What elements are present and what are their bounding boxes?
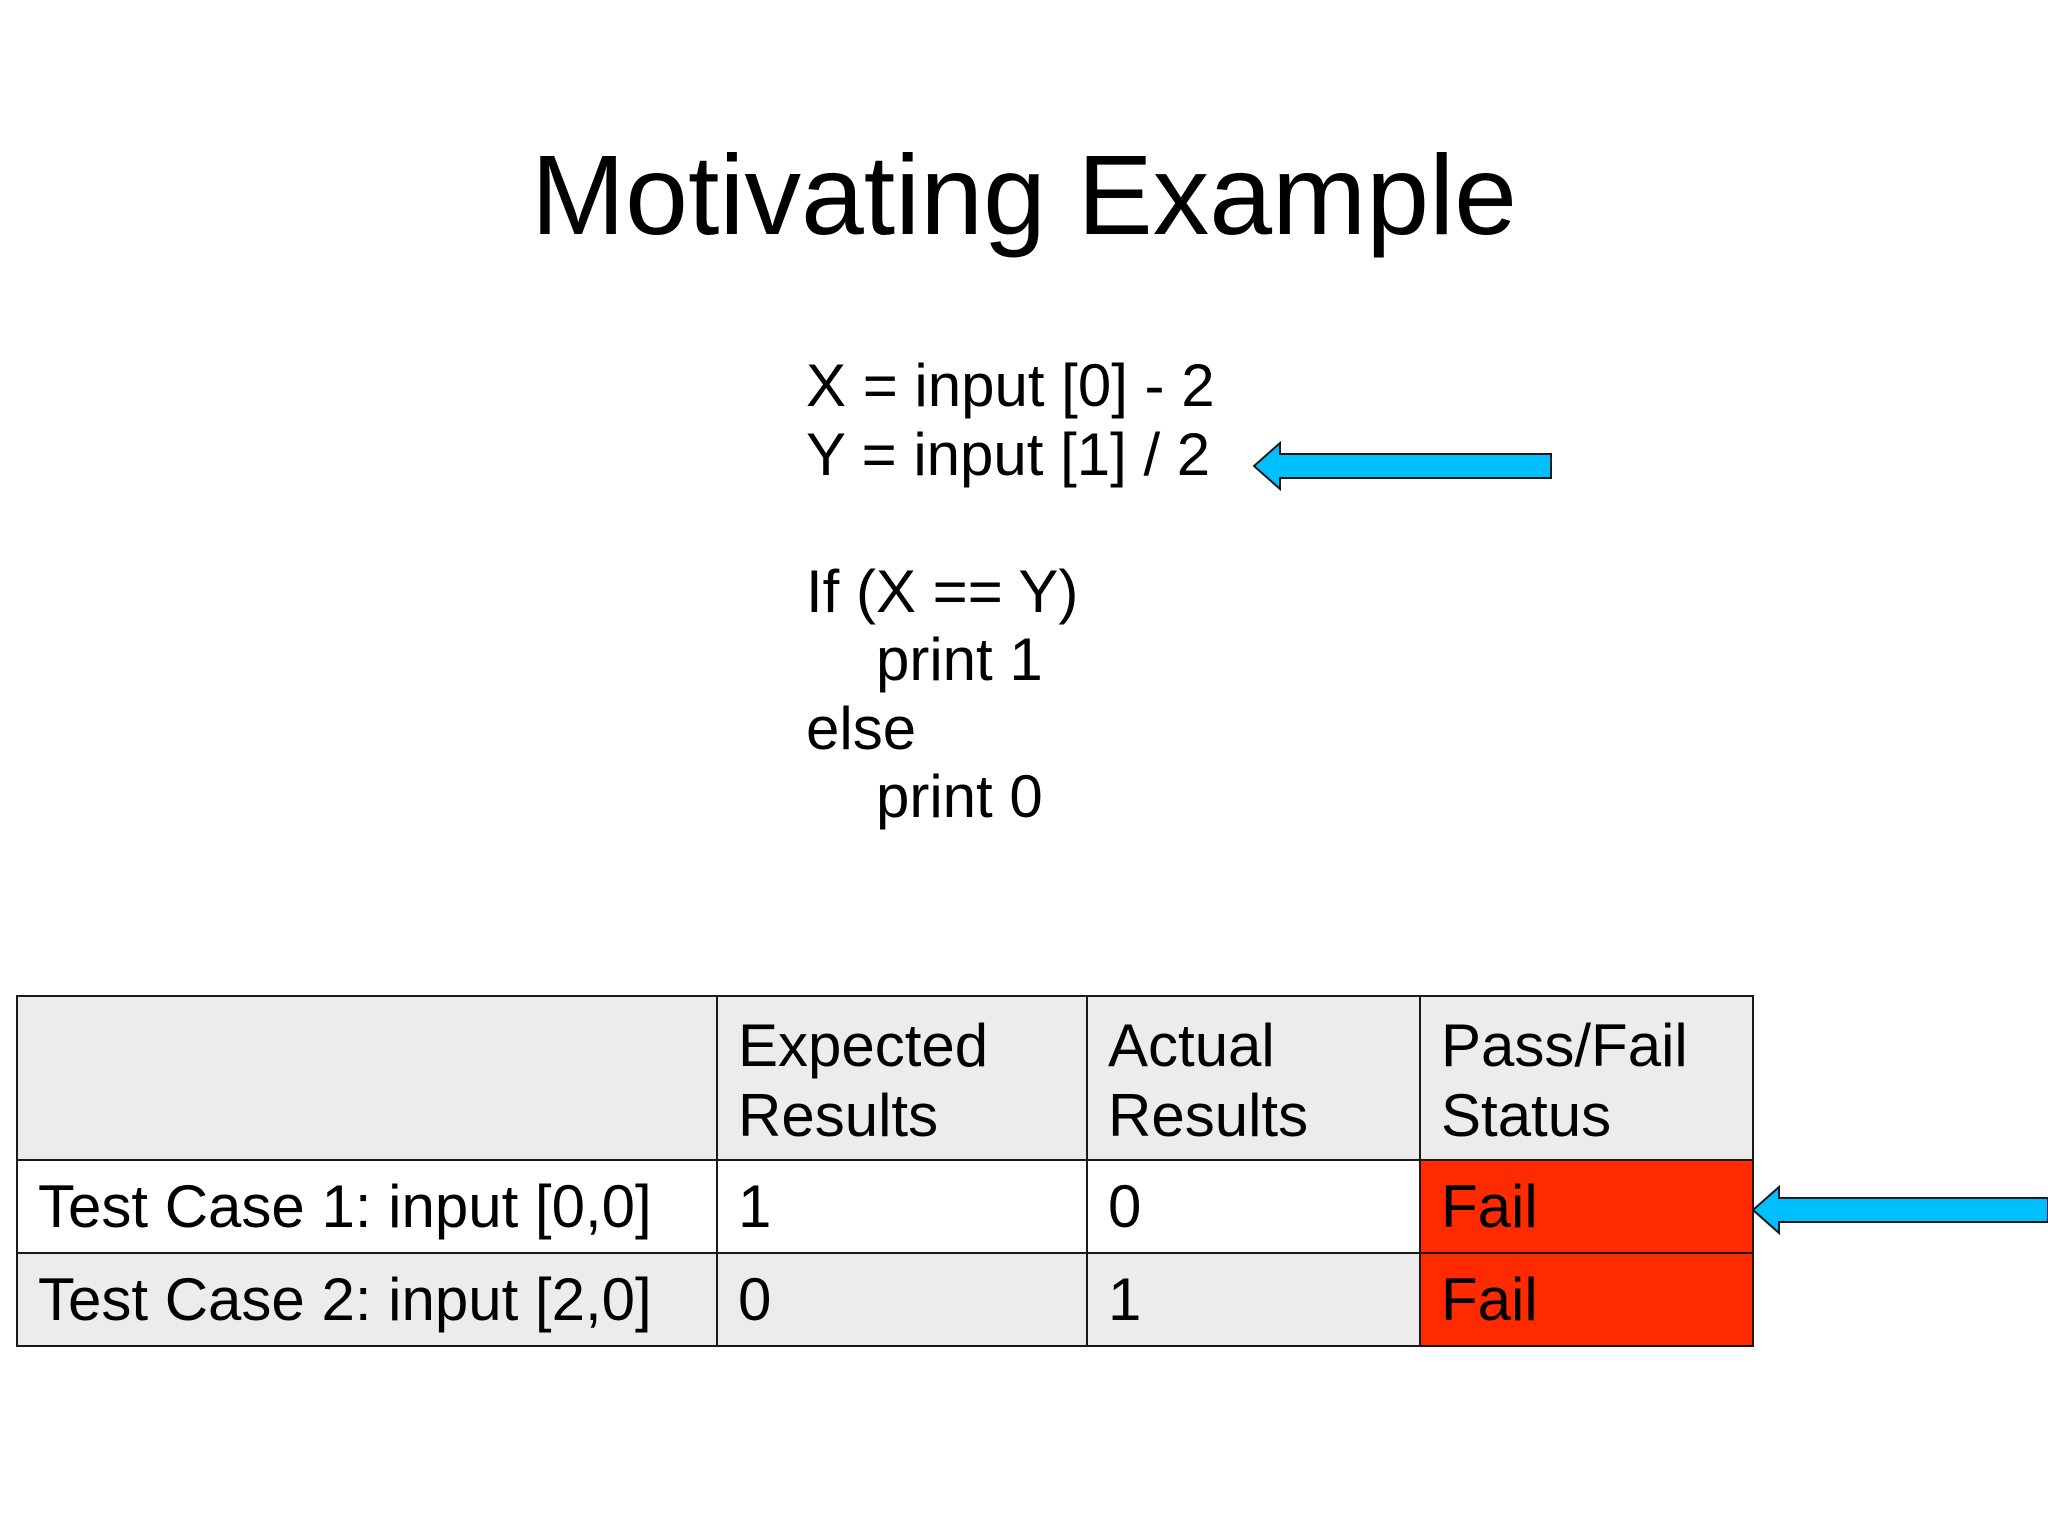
status-badge: Fail bbox=[1419, 1159, 1754, 1254]
status-badge: Fail bbox=[1419, 1252, 1754, 1347]
code-line-print-1: print 1 bbox=[876, 626, 1043, 693]
table-row: Test Case 2: input [2,0] 0 1 Fail bbox=[16, 1252, 1754, 1347]
code-line-y-assign: Y = input [1] / 2 bbox=[806, 420, 1211, 488]
actual-result: 1 bbox=[1086, 1252, 1421, 1347]
code-line-else: else bbox=[806, 694, 917, 762]
code-line-print-0: print 0 bbox=[876, 763, 1043, 830]
results-table: Expected Results Actual Results Pass/Fai… bbox=[16, 995, 1754, 1347]
left-arrow-icon bbox=[1252, 440, 1552, 492]
header-cell-label bbox=[16, 995, 718, 1161]
slide-title: Motivating Example bbox=[530, 132, 1518, 258]
expected-result: 0 bbox=[716, 1252, 1088, 1347]
table-row: Test Case 1: input [0,0] 1 0 Fail bbox=[16, 1159, 1754, 1254]
expected-result: 1 bbox=[716, 1159, 1088, 1254]
left-arrow-icon bbox=[1751, 1184, 2048, 1236]
table-header-row: Expected Results Actual Results Pass/Fai… bbox=[16, 995, 1754, 1161]
header-cell-status: Pass/Fail Status bbox=[1419, 995, 1754, 1161]
code-block: X = input [0] - 2 Y = input [1] / 2 If (… bbox=[806, 352, 1215, 832]
header-cell-expected: Expected Results bbox=[716, 995, 1088, 1161]
actual-result: 0 bbox=[1086, 1159, 1421, 1254]
code-line-x-assign: X = input [0] - 2 bbox=[806, 352, 1215, 419]
test-case-label: Test Case 1: input [0,0] bbox=[16, 1159, 718, 1254]
code-blank-line bbox=[806, 489, 1215, 558]
code-line-if: If (X == Y) bbox=[806, 557, 1079, 625]
test-case-label: Test Case 2: input [2,0] bbox=[16, 1252, 718, 1347]
header-cell-actual: Actual Results bbox=[1086, 995, 1421, 1161]
